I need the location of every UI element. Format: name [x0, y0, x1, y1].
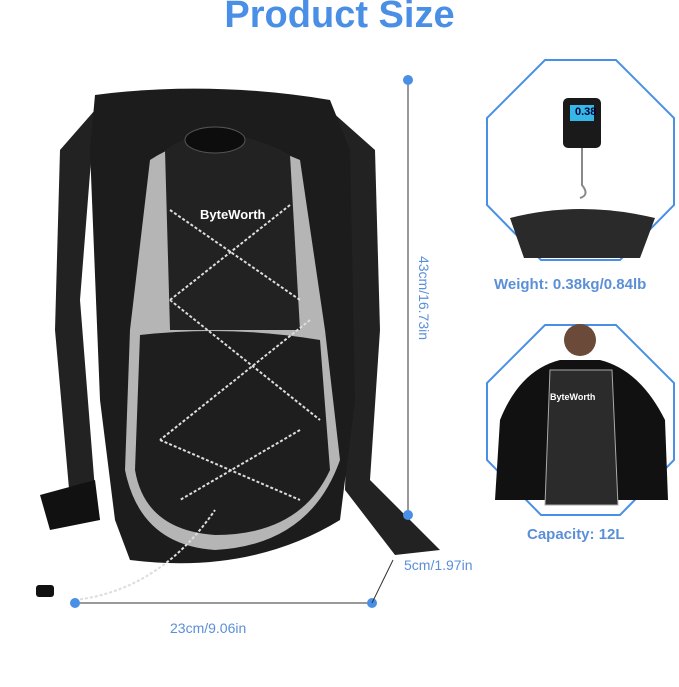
scale-hook: [579, 148, 587, 199]
backpack-on-scale: [510, 209, 655, 258]
front-panel: [165, 133, 300, 330]
scale-screen: [570, 105, 594, 121]
capacity-label: Capacity: 12L: [527, 526, 625, 543]
dimension-dot: [403, 510, 413, 520]
backpack-worn: [544, 369, 619, 506]
dimension-dot: [403, 75, 413, 85]
page-title: Product Size: [224, 0, 455, 36]
dimension-dot: [70, 598, 80, 608]
shoulder-strap-right: [330, 110, 440, 555]
brand-logo-text: ByteWorth: [200, 207, 266, 222]
weight-octagon-frame: [486, 59, 675, 261]
height-dimension-label: 43cm/16.73in: [416, 255, 432, 341]
front-pocket: [135, 331, 330, 535]
webbing-strap: [40, 480, 100, 530]
hose-port: [184, 126, 246, 154]
person-head: [564, 324, 596, 356]
bungee-cord: [74, 204, 321, 601]
scale-reading: 0.38: [575, 106, 597, 118]
shoulder-strap-left: [55, 110, 100, 520]
weight-label: Weight: 0.38kg/0.84lb: [494, 276, 647, 293]
brand-logo-small: ByteWorth: [550, 392, 596, 402]
width-dimension-label: 23cm/9.06in: [170, 620, 247, 636]
cord-lock: [36, 585, 54, 597]
depth-dimension-line: [371, 559, 394, 604]
depth-dimension-label: 5cm/1.97in: [404, 557, 473, 573]
